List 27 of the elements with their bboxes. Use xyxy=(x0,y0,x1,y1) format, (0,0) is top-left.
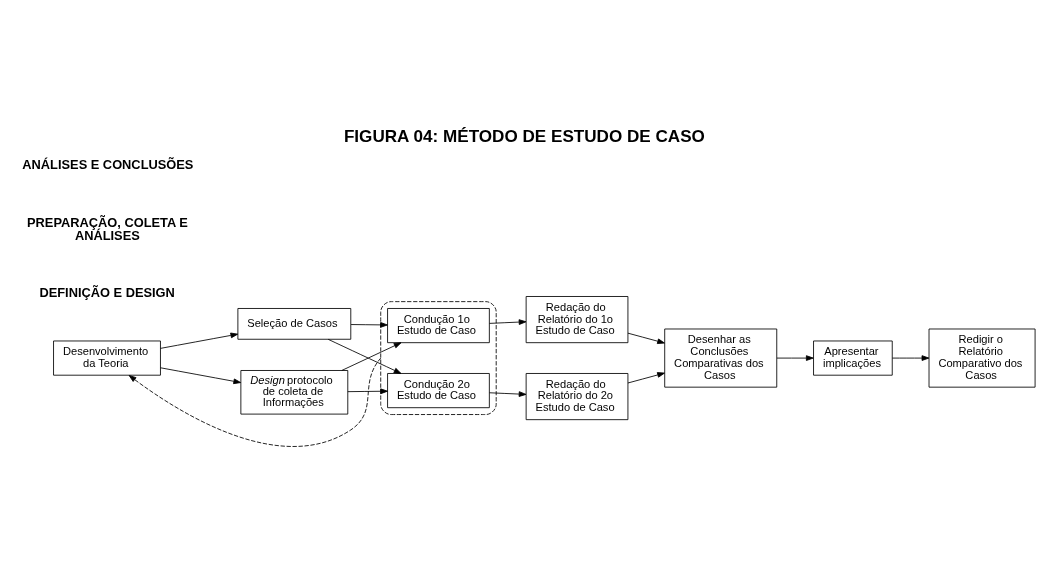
node-box: Condução 2o Estudo de Caso xyxy=(387,373,490,409)
arrow xyxy=(327,338,402,374)
arrow xyxy=(347,388,388,395)
arrow xyxy=(627,332,665,344)
node-box: Redação do Relatório do 1o Estudo de Caso xyxy=(525,296,629,344)
arrow xyxy=(891,355,930,361)
arrow xyxy=(776,355,814,361)
label: PREPARAÇÃO, COLETA E ANÁLISES xyxy=(27,215,188,244)
arrow xyxy=(160,367,242,385)
node-box: Redação do Relatório do 2o Estudo de Caso xyxy=(525,373,629,421)
arrow xyxy=(627,372,665,384)
arrow xyxy=(489,391,527,397)
arrow xyxy=(128,357,382,447)
label: ANÁLISES E CONCLUSÕES xyxy=(22,156,194,172)
node-box: Design protocolo de coleta de Informações xyxy=(240,370,349,415)
node-box: Redigir o Relatório Comparativo dos Casos xyxy=(928,328,1036,388)
arrow xyxy=(350,322,388,328)
arrow xyxy=(489,319,527,325)
node-box: Desenhar as Conclusões Comparativas dos Casos xyxy=(664,328,778,388)
arrow xyxy=(341,342,402,371)
node-box: Apresentar implicações xyxy=(813,340,893,376)
diagram-title: FIGURA 04: MÉTODO DE ESTUDO DE CASO xyxy=(343,126,705,146)
label: DEFINIÇÃO E DESIGN xyxy=(39,284,175,300)
arrow xyxy=(160,332,239,349)
node-box: Seleção de Casos xyxy=(237,308,352,340)
node-box: Desenvolvimento da Teoria xyxy=(53,340,161,376)
node-box: Condução 1o Estudo de Caso xyxy=(387,308,490,344)
